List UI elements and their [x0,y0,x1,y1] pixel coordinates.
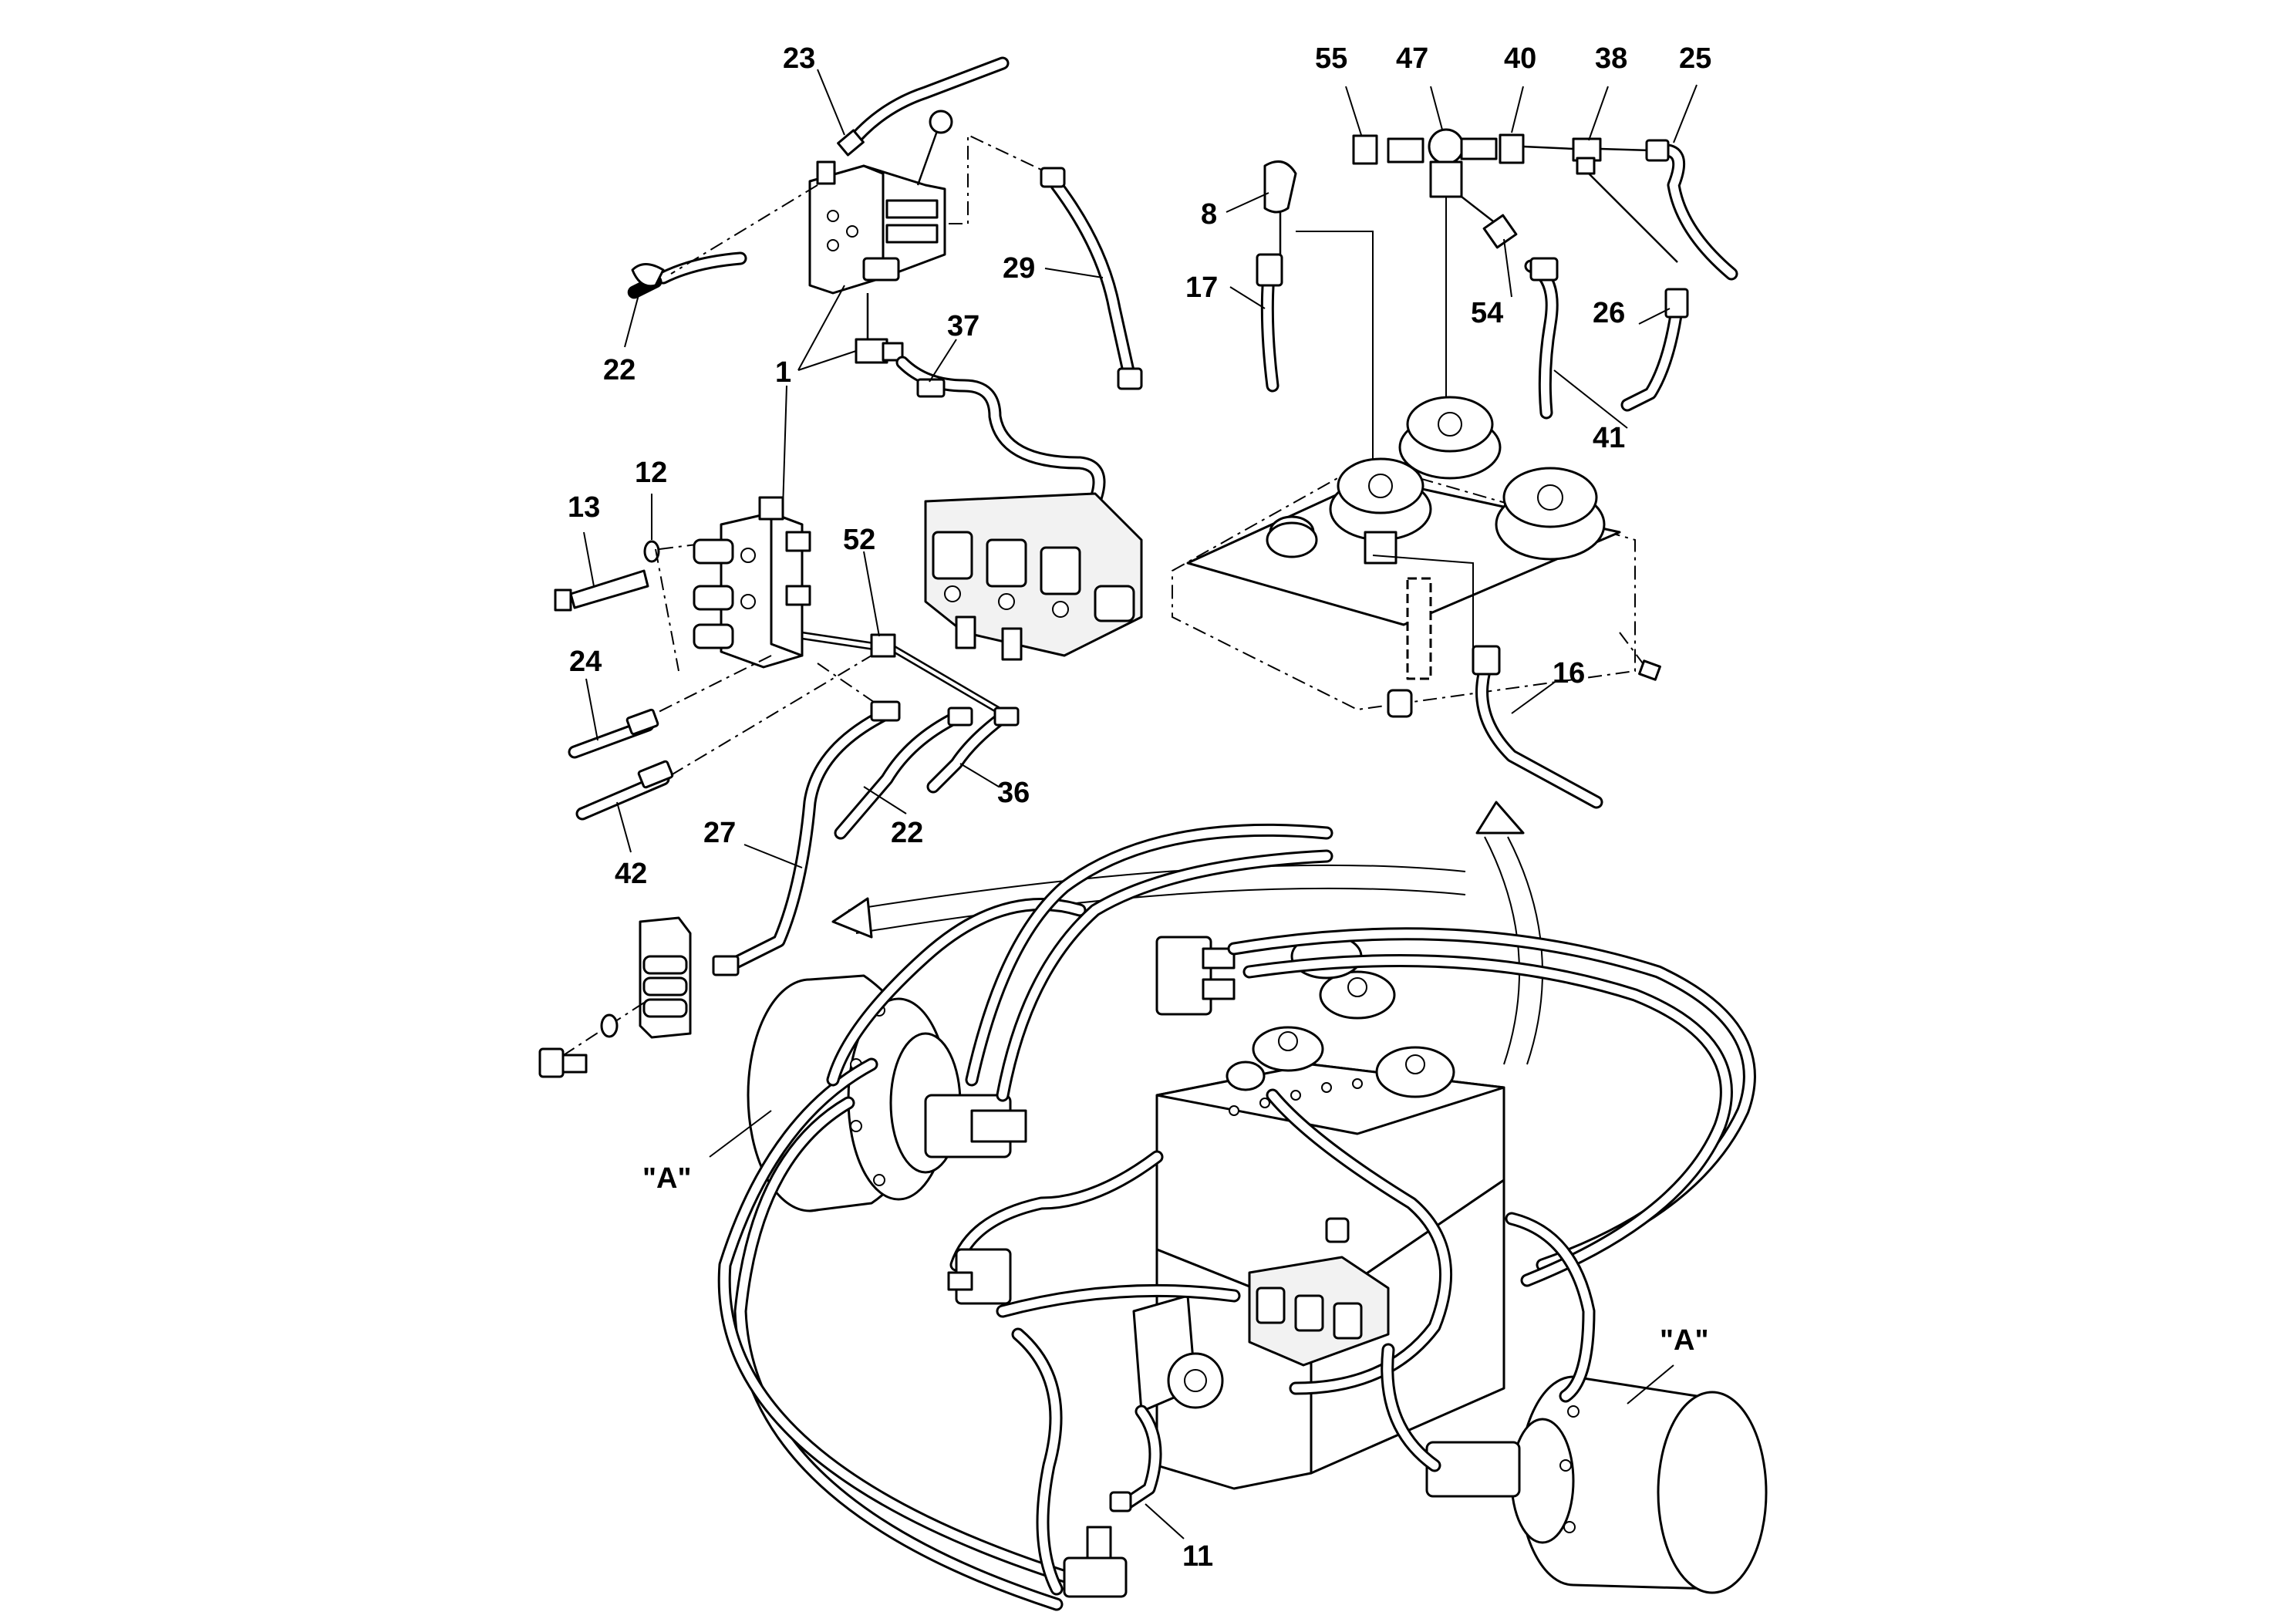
hose-36 [926,706,1020,794]
hose-24 [568,708,659,759]
label-view-a-right: "A" [1660,1324,1708,1357]
label-part-27: 27 [703,817,736,849]
assembly-valve-middle [1248,1256,1390,1367]
label-part-12: 12 [635,457,667,489]
elbow-8 [1263,160,1297,214]
valve-block-lower [693,496,811,669]
hose-22-lower [834,706,973,840]
wheel-motor-left [747,974,1027,1212]
label-part-54: 54 [1471,297,1503,329]
wheel-motor-right [1425,1375,1768,1594]
label-part-13: 13 [568,491,600,524]
fittings-row [1256,128,1738,486]
label-part-22-lower: 22 [891,817,923,849]
fitting-55 [1352,134,1378,165]
label-part-25: 25 [1679,42,1711,75]
label-part-36: 36 [997,777,1030,809]
assembly-bracket [1132,1294,1224,1413]
label-part-47: 47 [1396,42,1428,75]
hose-23 [837,56,1010,157]
full-assembly [717,823,1768,1611]
pump-right [1495,467,1606,561]
reservoir-assembly-top [1172,396,1661,809]
label-part-26: 26 [1593,297,1625,329]
label-part-37: 37 [947,310,979,342]
washer-12 [643,540,660,563]
hose-16 [1472,645,1603,809]
hose-22-upper [627,251,747,299]
lower-valve-block-group [538,496,1020,1078]
label-part-41: 41 [1593,422,1625,454]
assembly-pumps [1252,933,1455,1098]
part-labels: 23 22 1 37 29 13 12 52 24 42 27 22 36 55… [568,42,1711,1573]
label-view-a-left: "A" [642,1162,691,1195]
hose-41 [1524,257,1559,420]
label-part-11: 11 [1182,1540,1213,1573]
tee-52 [801,631,1003,717]
cross-fitting-47 [1387,128,1498,198]
label-part-42: 42 [615,858,647,890]
hose-42 [575,760,674,821]
valve-block-upper [808,110,953,295]
upper-valve-block-group [627,56,1143,539]
assembly-bottom-block [1063,1526,1128,1598]
reservoir-cap [1266,515,1318,558]
assembly-valve-top [1155,936,1236,1016]
control-valve-manifold [924,492,1143,661]
pump-left [1329,457,1432,565]
hose-17 [1256,253,1283,393]
label-part-22-upper: 22 [603,354,636,386]
hose-bundle [717,823,1756,1611]
pump-center [1398,396,1502,480]
label-part-23: 23 [783,42,815,75]
hose-25 [1645,139,1738,281]
fitting-40 [1499,133,1525,164]
hose-26 [1620,288,1689,412]
hose-27 [712,700,901,976]
assembly-valve-left [947,1248,1012,1305]
label-part-38: 38 [1595,42,1627,75]
label-part-55: 55 [1315,42,1347,75]
tee-38 [1572,137,1602,175]
label-part-52: 52 [843,524,875,556]
label-part-17: 17 [1185,271,1218,304]
mounting-bracket [538,916,692,1078]
label-part-29: 29 [1003,252,1035,285]
tee-and-hose-37 [855,293,1106,539]
label-part-24: 24 [569,646,602,678]
leader-lines [583,69,1698,1539]
hose-29 [1040,167,1143,390]
fitting-54 [1482,214,1518,249]
label-part-40: 40 [1504,42,1536,75]
label-part-16: 16 [1553,657,1585,690]
fitting-11 [1109,1404,1162,1512]
bolt-13 [554,569,649,612]
label-part-8: 8 [1201,198,1217,231]
label-part-1: 1 [775,356,791,389]
main-tank [1155,1061,1505,1490]
